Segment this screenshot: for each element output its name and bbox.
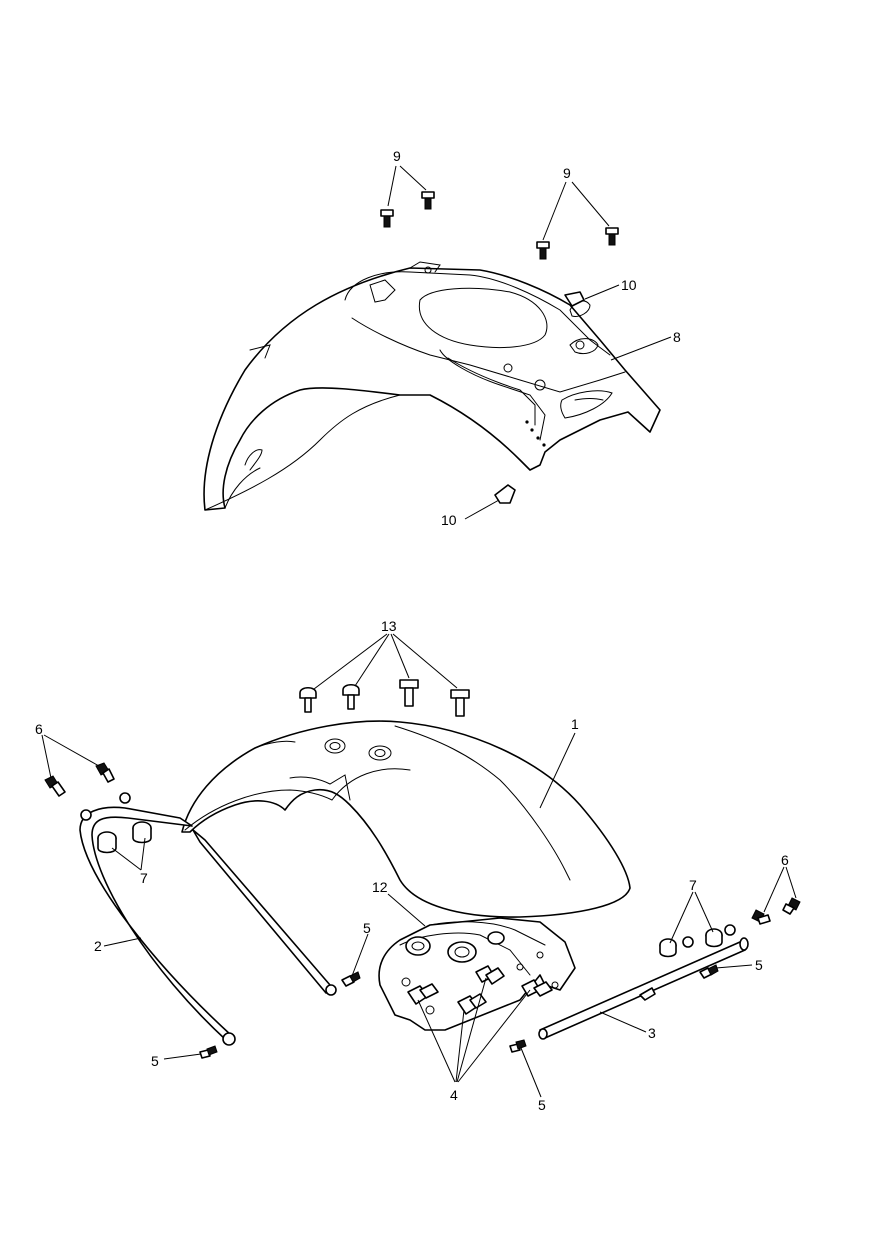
- callout-7: 7: [140, 870, 148, 886]
- callout-13: 13: [381, 618, 397, 634]
- part-8-rear-hugger: [203, 261, 661, 511]
- callout-4: 4: [450, 1087, 458, 1103]
- callout-9: 9: [563, 165, 571, 181]
- callout-5: 5: [538, 1097, 546, 1113]
- part-3-mudguard-stay-right: [538, 937, 749, 1040]
- part-2-mudguard-stay-left: [79, 792, 337, 1046]
- callout-12: 12: [372, 879, 388, 895]
- callout-6: 6: [35, 721, 43, 737]
- part-4-bolt: [407, 965, 553, 1015]
- callout-5: 5: [363, 920, 371, 936]
- callout-3: 3: [648, 1025, 656, 1041]
- part-7-bush: [97, 821, 736, 958]
- callout-5: 5: [151, 1053, 159, 1069]
- part-1-front-mudguard: [181, 720, 631, 918]
- callout-labels: 9 9 10 8 10 13 1 6 7 2 5 12 5 4 5 6 7 5 …: [35, 148, 789, 1113]
- callout-2: 2: [94, 938, 102, 954]
- callout-10: 10: [621, 277, 637, 293]
- part-6-bolt: [44, 762, 801, 925]
- callout-6: 6: [781, 852, 789, 868]
- callout-1: 1: [571, 716, 579, 732]
- part-5-screw: [199, 964, 719, 1059]
- callout-10: 10: [441, 512, 457, 528]
- callout-9: 9: [393, 148, 401, 164]
- part-10-clip-nut: [494, 291, 585, 504]
- callout-7: 7: [689, 877, 697, 893]
- callout-5: 5: [755, 957, 763, 973]
- callout-8: 8: [673, 329, 681, 345]
- part-9-screw: [380, 191, 619, 260]
- leader-lines: [41, 165, 797, 1098]
- part-13-screw: [299, 679, 470, 717]
